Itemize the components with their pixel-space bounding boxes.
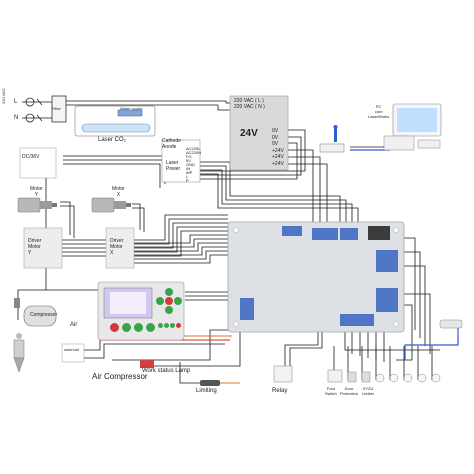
laser-power-pin-label: AC220N bbox=[186, 150, 202, 155]
laser-power-pin-label: FG bbox=[186, 154, 192, 159]
driver-y-label: Driver Motor Y bbox=[28, 238, 42, 256]
filter-label: Filter bbox=[52, 106, 61, 111]
limiting-switch bbox=[200, 380, 220, 386]
laser-power-pin-label: GND bbox=[186, 162, 195, 167]
mains-input-symbol bbox=[25, 97, 43, 123]
laser-power-label: Laser Power bbox=[166, 160, 181, 172]
psu-output-label: 0V bbox=[272, 128, 279, 134]
panel-button-6[interactable] bbox=[164, 323, 169, 328]
panel-button-1[interactable] bbox=[110, 323, 119, 332]
psu-output-label: 0V bbox=[272, 141, 279, 147]
cable-end bbox=[439, 319, 463, 329]
solenoid-box bbox=[61, 343, 85, 363]
laser-tube-label: Laser CO₂ bbox=[98, 137, 127, 143]
psu-output-label: +24V bbox=[272, 154, 284, 160]
filter-box bbox=[51, 95, 67, 123]
anode-label: Anode bbox=[162, 144, 177, 150]
panel-nav-pad bbox=[156, 288, 182, 314]
limiting-label: Limiting bbox=[196, 388, 217, 394]
nav-right-button[interactable] bbox=[174, 297, 182, 305]
pc-computer bbox=[383, 103, 442, 151]
psu-24v-box bbox=[229, 95, 289, 171]
dc36-label: DC/36V bbox=[22, 154, 40, 160]
laser-power-box bbox=[161, 139, 201, 183]
air-label: Air bbox=[70, 322, 78, 328]
compressor-label: Compressor bbox=[30, 312, 58, 318]
solenoid-label: solenoid bbox=[64, 347, 79, 352]
door-protection-label: Door Protection bbox=[340, 386, 359, 396]
relay-label: Relay bbox=[272, 388, 288, 394]
motor-x-label: Motor X bbox=[112, 186, 125, 198]
laser-power-pin-label: AC220L bbox=[186, 146, 201, 151]
laser-head bbox=[13, 333, 25, 373]
laser-power-pin-label: IN bbox=[186, 166, 190, 171]
motor-y-label: Motor Y bbox=[30, 186, 43, 198]
laser-power-pin-label: P bbox=[186, 178, 189, 183]
usb-dongle bbox=[319, 125, 345, 153]
panel-button-4[interactable] bbox=[146, 323, 155, 332]
motor-y bbox=[17, 197, 57, 213]
bottom-switches bbox=[327, 369, 441, 383]
nav-left-button[interactable] bbox=[156, 297, 164, 305]
nav-enter-button[interactable] bbox=[165, 297, 173, 305]
laser-power-pin-label: L bbox=[186, 174, 189, 179]
psu-output-label: 0V bbox=[272, 134, 279, 141]
psu-input-n: 220 VAC ( N ) bbox=[234, 104, 265, 110]
panel-button-2[interactable] bbox=[122, 323, 131, 332]
wire-bundle bbox=[17, 100, 440, 384]
pc-label: PC com LaserWorks bbox=[368, 104, 390, 119]
nav-up-button[interactable] bbox=[165, 288, 173, 296]
psu-output-label: +24V bbox=[272, 160, 284, 167]
panel-button-5[interactable] bbox=[158, 323, 163, 328]
work-lamp bbox=[140, 360, 154, 368]
controller-board bbox=[227, 221, 405, 333]
laser-power-pin-label: WP bbox=[186, 170, 193, 175]
laser-power-pin-label: 5V bbox=[186, 158, 191, 163]
air-compressor-label: Air Compressor bbox=[92, 372, 148, 381]
laser-tube bbox=[74, 105, 156, 137]
psu-input-l: 220 VAC ( L ) bbox=[234, 98, 264, 104]
work-lamp-label: Work status Lamp bbox=[142, 368, 191, 374]
relay-box bbox=[273, 365, 293, 383]
dc36-box bbox=[19, 147, 57, 179]
motor-x bbox=[91, 197, 131, 213]
nav-down-button[interactable] bbox=[165, 306, 173, 314]
compressor bbox=[14, 298, 57, 327]
power-voltage-label: 220 VAC bbox=[1, 88, 6, 104]
panel-button-8[interactable] bbox=[176, 323, 181, 328]
driver-y-box bbox=[23, 227, 63, 269]
power-n-label: N bbox=[14, 115, 19, 121]
panel-button-3[interactable] bbox=[134, 323, 143, 332]
psu-24v-label: 24V bbox=[240, 128, 258, 139]
panel-button-7[interactable] bbox=[170, 323, 175, 328]
power-l-label: L bbox=[14, 99, 18, 105]
foot-switch-label: Foot Switch bbox=[325, 386, 337, 396]
laser-tube-tag: Water cooler bbox=[120, 106, 143, 111]
psu-output-label: +24V bbox=[272, 147, 284, 154]
driver-x-box bbox=[105, 227, 135, 269]
driver-x-label: Driver Motor X bbox=[110, 238, 124, 256]
xyzu-limiter-label: XYZU Limiter bbox=[362, 386, 375, 396]
cathode-label: Cathode bbox=[162, 138, 181, 144]
